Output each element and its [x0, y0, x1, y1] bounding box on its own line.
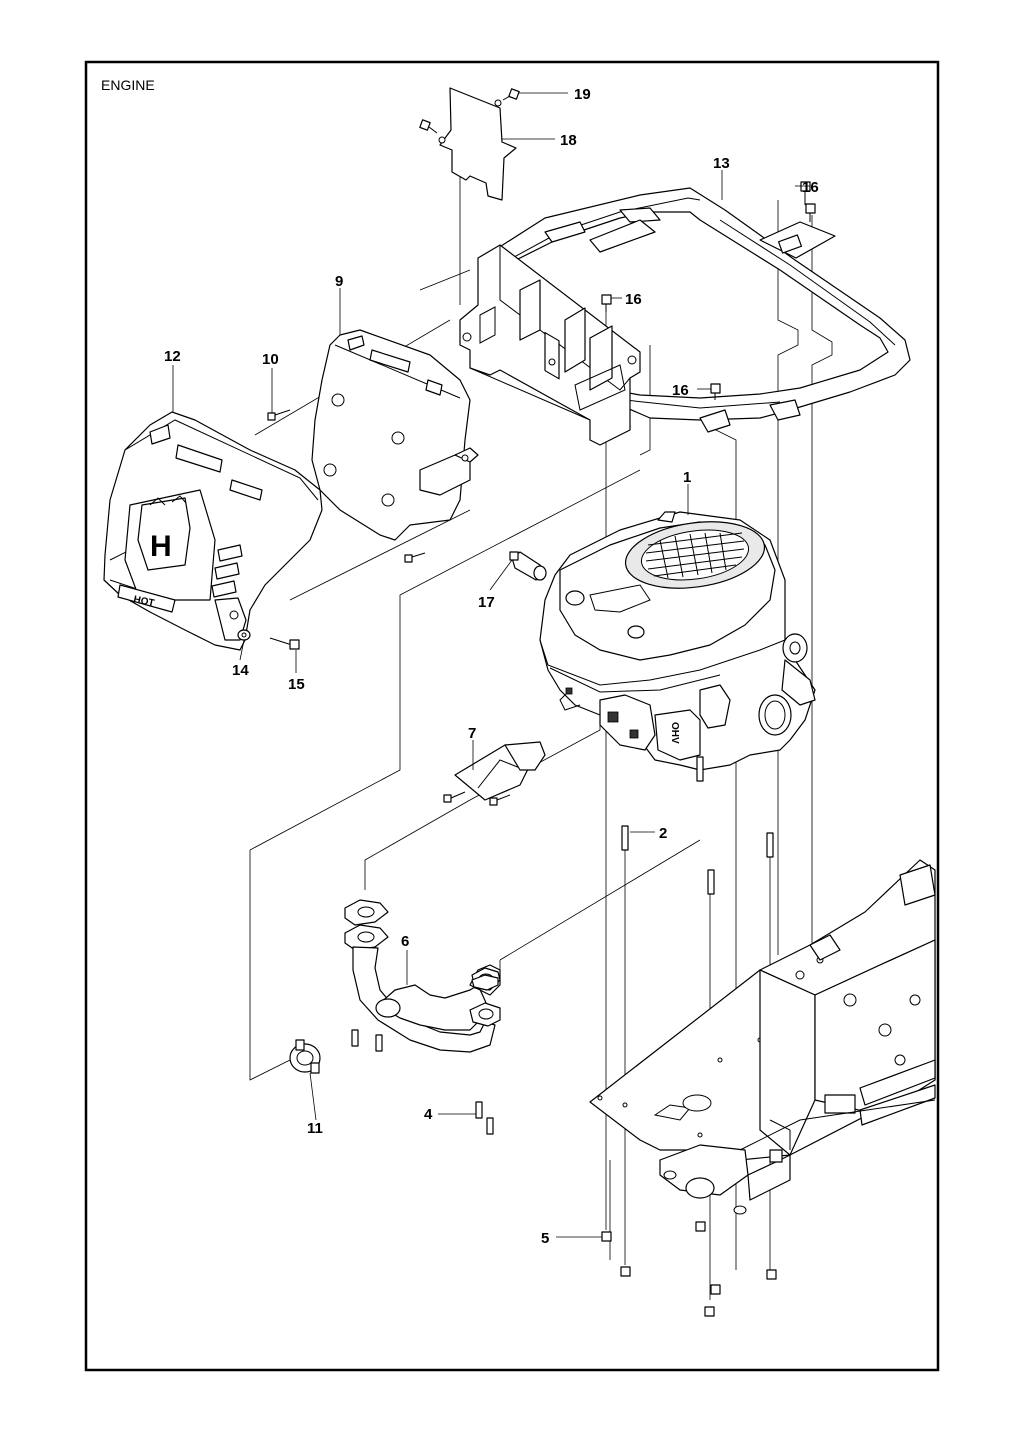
screw-13 [269, 637, 300, 650]
bolts-16 [601, 181, 816, 400]
callout-19: 19 [574, 86, 591, 103]
callout-13: 15 [288, 676, 305, 693]
nuts-5 [601, 1221, 777, 1317]
callout-2: 2 [659, 825, 667, 842]
clamp-11 [289, 1039, 321, 1074]
callout-1: 1 [683, 469, 691, 486]
engine-carburetor: OHV [599, 694, 701, 761]
chassis-frame [589, 859, 936, 1215]
screw-19 [502, 88, 520, 101]
sensor-17 [509, 551, 547, 581]
washer-14 [237, 629, 251, 641]
mounting-bracket [459, 244, 641, 446]
callout-11: 11 [307, 1120, 323, 1137]
callout-17: 17 [478, 594, 495, 611]
leader-lines [172, 92, 810, 1238]
bolts-exhaust [351, 1029, 494, 1135]
gaskets-6 [471, 974, 499, 991]
callout-5: 5 [541, 1230, 549, 1247]
engine-cooling-grille [640, 529, 750, 581]
callout-16-top: 16 [802, 179, 819, 196]
screws-7 [443, 791, 511, 806]
cover-emblem: H [150, 530, 172, 563]
engine: OHV [539, 511, 816, 771]
shield-7 [454, 741, 546, 801]
stud-2 [621, 756, 774, 895]
engine-pulley [758, 633, 816, 736]
callout-14: 14 [232, 662, 249, 679]
diagram-title: ENGINE [101, 77, 155, 93]
callout-4: 4 [424, 1106, 433, 1123]
callout-15: 13 [713, 155, 730, 172]
front-hood-cover: H HOT [103, 411, 323, 651]
callout-10: 10 [262, 351, 279, 368]
callout-7: 7 [468, 725, 476, 742]
screw-9-lower [404, 552, 426, 563]
exhaust-pipe [344, 899, 501, 1053]
page-frame [84, 60, 940, 1372]
callout-16-middle: 16 [625, 291, 642, 308]
screw-18a [419, 119, 438, 134]
callout-16-lower: 16 [672, 382, 689, 399]
callout-labels: 19 18 13 16 16 16 9 10 12 1 17 14 15 7 2… [164, 86, 819, 1247]
callout-12: 12 [164, 348, 181, 365]
callout-6: 6 [401, 933, 409, 950]
callout-18: 18 [560, 132, 577, 149]
cover-label: HOT [132, 594, 155, 609]
inner-cover [311, 329, 479, 541]
callout-9: 9 [335, 273, 343, 290]
engine-badge: OHV [669, 722, 680, 744]
bracket-plate [438, 87, 517, 201]
screw-10 [267, 409, 291, 421]
roll-bar-frame [486, 187, 911, 433]
